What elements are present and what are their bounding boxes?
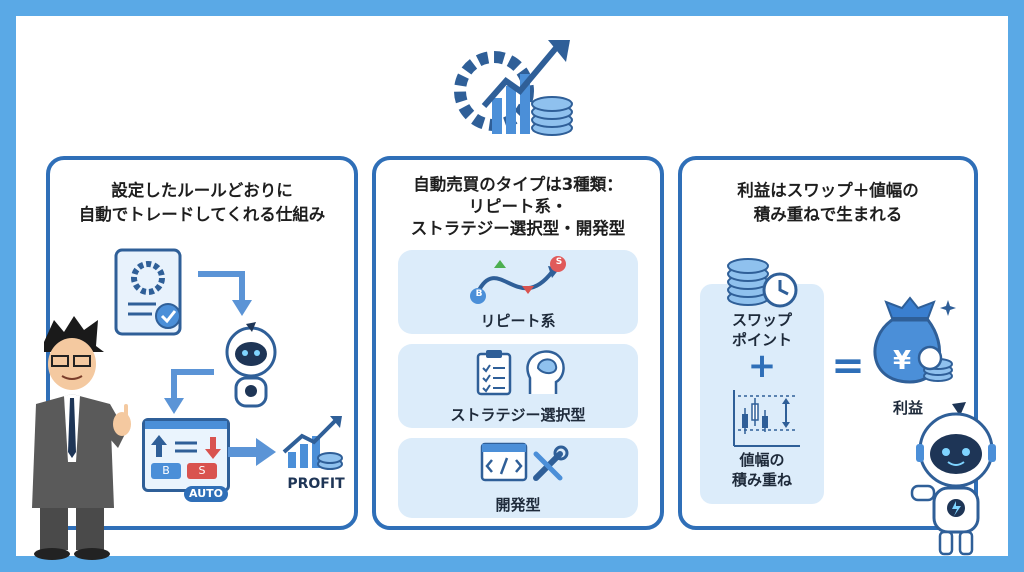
- card-repeat-label: リピート系: [480, 312, 556, 330]
- buy-marker: B: [475, 289, 483, 299]
- arrow-right-down-icon: [198, 271, 252, 316]
- gear-chart-coins-icon: [454, 40, 573, 136]
- arrow-left-down-icon: [164, 369, 214, 414]
- swap-label-line2: ポイント: [731, 331, 792, 349]
- profit-result-label: 利益: [892, 399, 923, 417]
- robot-icon: [225, 322, 277, 408]
- profit-chart-coins-icon: [282, 416, 343, 470]
- panel2-title-line3: ストラテジー選択型・開発型: [410, 219, 626, 238]
- coins-clock-icon: [727, 258, 798, 308]
- profit-label: PROFIT: [287, 476, 345, 492]
- buy-button[interactable]: B: [151, 463, 181, 479]
- card-development-label: 開発型: [495, 496, 541, 514]
- plus-sign: +: [747, 346, 777, 386]
- candlestick-range-icon: [733, 390, 800, 447]
- card-development: 開発型: [398, 438, 638, 518]
- swap-arrows-icon: [151, 435, 221, 459]
- wrench-screwdriver-icon: [533, 445, 569, 481]
- sell-marker: S: [555, 257, 563, 267]
- card-repeat: B S リピート系: [398, 250, 638, 334]
- panel1-title-line2: 自動でトレードしてくれる仕組み: [78, 205, 326, 224]
- money-bag-icon: [873, 296, 956, 384]
- panel2-title-line1: 自動売買のタイプは3種類：: [413, 175, 623, 194]
- panel-profit-source: 利益はスワップ＋値幅の 積み重ねで生まれる スワップ ポイント + 値幅の 積み…: [678, 156, 978, 530]
- panel3-title-line1: 利益はスワップ＋値幅の: [737, 181, 919, 200]
- repeat-wave-icon: [470, 256, 566, 304]
- card-strategy: ストラテジー選択型: [398, 344, 638, 428]
- yen-symbol: ¥: [892, 346, 912, 376]
- robot-mascot-icon: [910, 402, 996, 556]
- range-label-line1: 値幅の: [739, 451, 785, 469]
- range-label-line2: 積み重ね: [731, 471, 792, 489]
- card-strategy-label: ストラテジー選択型: [450, 406, 586, 424]
- sell-button[interactable]: S: [187, 463, 217, 479]
- equals-sign: =: [831, 343, 865, 389]
- arrow-right-icon: [228, 438, 276, 466]
- businessman-illustration: [32, 316, 131, 560]
- panel1-title-line1: 設定したルールどおりに: [111, 181, 293, 200]
- components-box: [700, 284, 824, 504]
- swap-label-line1: スワップ: [731, 311, 792, 329]
- code-window-icon: [480, 442, 528, 482]
- brain-head-icon: [526, 350, 565, 394]
- checklist-icon: [476, 350, 512, 396]
- panel-trade-types: 自動売買のタイプは3種類： リピート系・ ストラテジー選択型・開発型 B S リ…: [372, 156, 664, 530]
- panel3-title-line2: 積み重ねで生まれる: [753, 205, 903, 224]
- trade-screen: B S: [142, 418, 230, 492]
- auto-badge: AUTO: [184, 486, 228, 502]
- rules-document-icon: [114, 248, 182, 336]
- panel2-title-line2: リピート系・: [468, 197, 568, 216]
